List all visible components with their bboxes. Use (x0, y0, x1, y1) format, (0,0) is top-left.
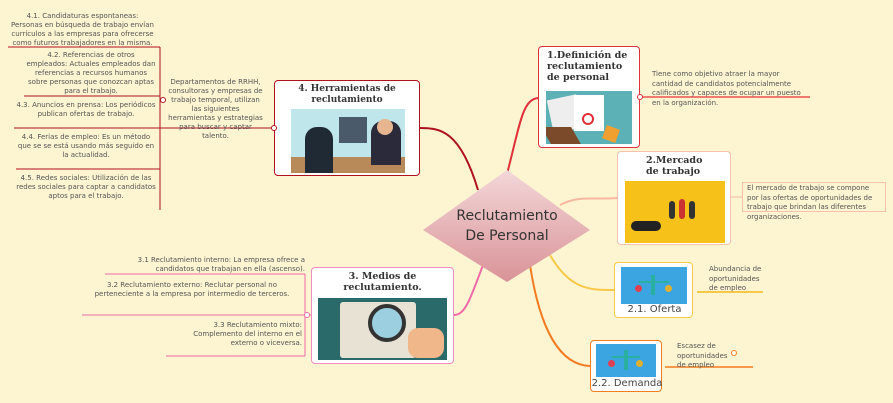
node-herramientas-title: 4. Herramientas de reclutamiento (298, 84, 396, 105)
node-demanda-desc: Escasez de oportunidades de empleo (677, 342, 728, 369)
node-herramientas-desc: Departamentos de RRHH, consultoras y emp… (168, 78, 263, 140)
node-oferta-desc: Abundancia de oportunidades de empleo (709, 265, 762, 292)
job-interview-image (291, 109, 405, 173)
balance-scale-image (621, 267, 687, 304)
central-topic-shape (423, 170, 590, 282)
herramientas-item-5: 4.5. Redes sociales: Utilización de las … (16, 174, 156, 200)
node-medios[interactable]: 3. Medios de reclutamiento. (311, 267, 454, 364)
collapse-toggle[interactable] (271, 125, 277, 131)
herramientas-item-1: 4.1. Candidaturas espontaneas: Personas … (11, 12, 154, 47)
medios-item-2: 3.2 Reclutamiento externo: Reclutar pers… (94, 281, 290, 298)
node-oferta-title: 2.1. Oferta (627, 304, 682, 315)
collapse-toggle[interactable] (160, 97, 166, 103)
herramientas-item-4: 4.4. Ferias de empleo: Es un método que … (17, 133, 155, 159)
balance-scale-image (596, 344, 656, 377)
node-mercado-title: 2.Mercado de trabajo (646, 155, 703, 177)
collapse-toggle[interactable] (304, 312, 310, 318)
central-topic-line1: Reclutamiento (456, 208, 558, 224)
node-definicion-title: 1.Definición de reclutamiento de persona… (547, 50, 628, 83)
medios-item-1: 3.1 Reclutamiento interno: La empresa of… (137, 256, 305, 273)
node-mercado-desc: El mercado de trabajo se compone por las… (742, 182, 886, 221)
node-mercado[interactable]: 2.Mercado de trabajo (617, 151, 731, 245)
node-definicion[interactable]: 1.Definición de reclutamiento de persona… (538, 46, 640, 148)
candidate-search-image (318, 298, 447, 360)
collapse-toggle[interactable] (637, 94, 643, 100)
node-demanda-title: 2.2. Demanda (591, 378, 663, 389)
node-medios-title: 3. Medios de reclutamiento. (343, 271, 422, 293)
node-demanda[interactable]: 2.2. Demanda (590, 340, 662, 392)
add-icon[interactable] (731, 350, 737, 356)
node-definicion-desc: Tiene como objetivo atraer la mayor cant… (652, 70, 801, 107)
job-market-image (625, 181, 725, 243)
node-herramientas[interactable]: 4. Herramientas de reclutamiento (274, 80, 420, 176)
central-topic[interactable]: Reclutamiento De Personal (440, 206, 574, 246)
central-topic-line2: De Personal (465, 228, 549, 244)
medios-item-3: 3.3 Reclutamiento mixto: Complemento del… (193, 321, 302, 347)
node-oferta[interactable]: 2.1. Oferta (614, 262, 693, 318)
resume-review-image (546, 91, 632, 144)
herramientas-item-3: 4.3. Anuncios en prensa: Los periódicos … (16, 101, 156, 118)
herramientas-item-2: 4.2. Referencias de otros empleados: Act… (26, 51, 156, 95)
